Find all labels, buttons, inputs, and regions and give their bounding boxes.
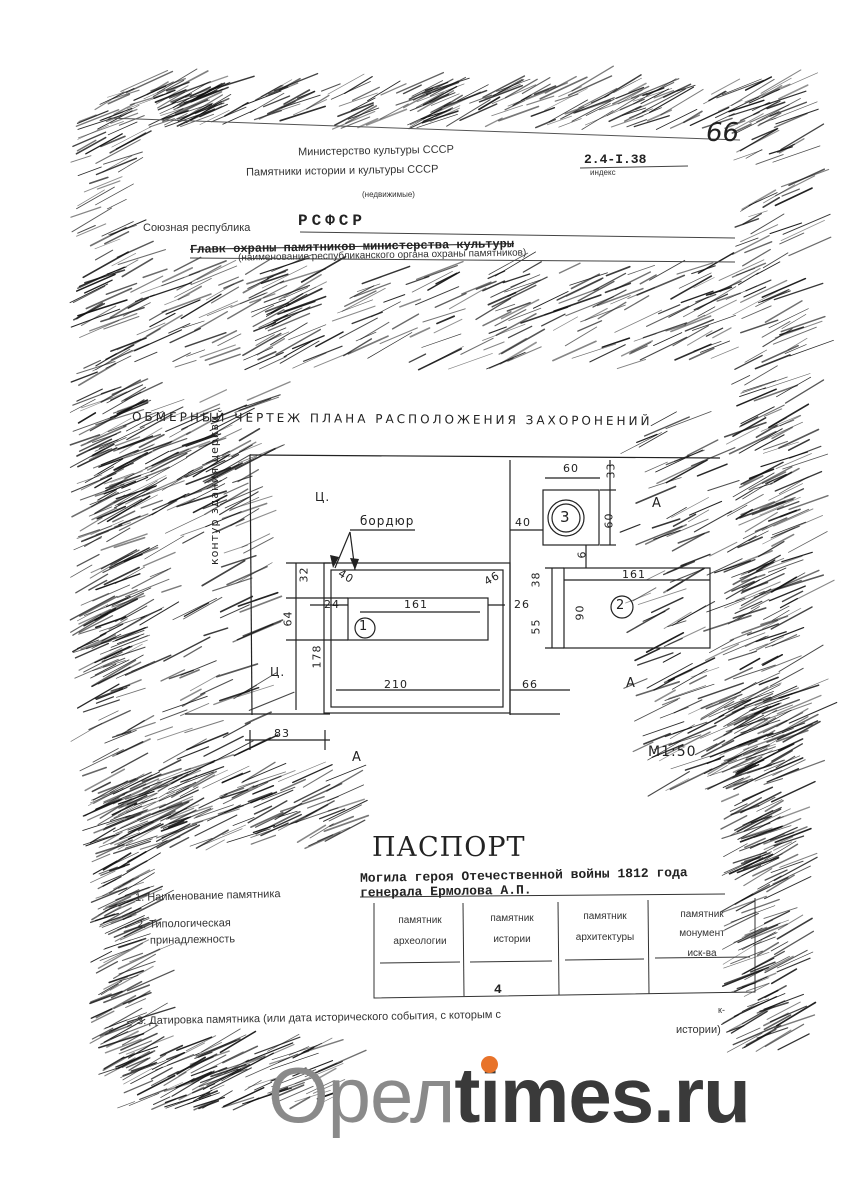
dim-161-right: 161 [622, 568, 646, 581]
category-3-line2: архитектуры [575, 932, 635, 943]
kind-note: (недвижимые) [362, 190, 415, 199]
grave-2-label: 2 [616, 598, 626, 613]
grave-1-label: 1 [359, 619, 369, 634]
dim-83: 83 [274, 727, 290, 740]
category-4-line2: монумент [679, 928, 725, 939]
sheet-number: 66 [706, 118, 740, 148]
item3-tail-bottom: истории) [676, 1024, 721, 1036]
item3-tail-top: к- [718, 1005, 725, 1015]
watermark-part3: .ru [653, 1051, 751, 1139]
dim-161-left: 161 [404, 598, 428, 611]
point-label-a-bottom: А [352, 750, 362, 765]
republic-label: Союзная республика [143, 222, 251, 234]
dim-24: 24 [324, 598, 340, 611]
category-2-line1: памятник [490, 913, 534, 924]
category-3-line1: памятник [583, 911, 627, 922]
category-4-line1: памятник [680, 909, 724, 920]
category-1-line2: археологии [393, 936, 447, 947]
grave-3-label: 3 [560, 508, 571, 526]
category-1-line1: памятник [398, 915, 442, 926]
watermark-logo: Орелtimes.ru [268, 1050, 751, 1150]
dim-26: 26 [514, 598, 530, 611]
category-2-line2: истории [493, 934, 531, 945]
border-label: бордюр [360, 514, 415, 528]
dim-40-left: 40 [515, 516, 531, 529]
category-4-line3: иск-ва [687, 948, 717, 959]
republic-value: РСФСР [298, 212, 367, 230]
scale-label: М1:50 [648, 744, 697, 760]
dim-66: 66 [522, 678, 538, 691]
center-mark-bottom: Ц. [270, 665, 286, 679]
selected-category-mark: 4 [494, 982, 502, 997]
watermark-part1: Орел [268, 1051, 455, 1139]
dim-210: 210 [384, 678, 408, 691]
center-mark-top: Ц. [315, 490, 331, 504]
point-label-a-top: А [652, 496, 662, 511]
index-label: индекс [590, 168, 616, 177]
watermark-dot [481, 1056, 498, 1073]
passport-title: ПАСПОРТ [372, 832, 526, 863]
index-code: 2.4-I.38 [584, 152, 647, 167]
point-label-a-right: А [626, 676, 636, 691]
dim-60-top: 60 [563, 462, 579, 475]
